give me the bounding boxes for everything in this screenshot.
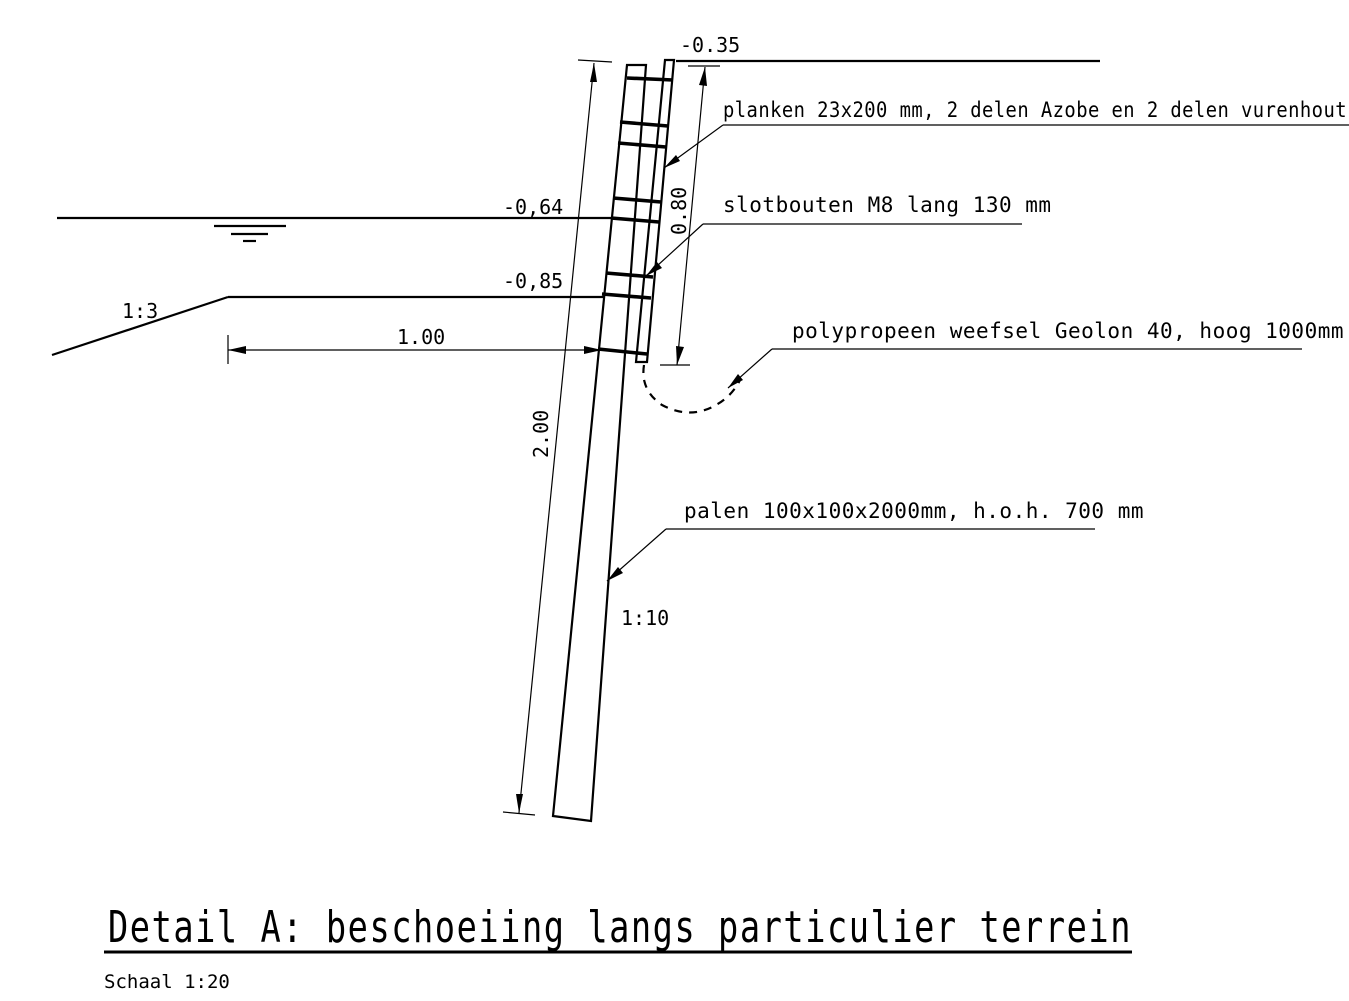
pile-length-dimension [518, 62, 595, 814]
arrowhead [607, 567, 623, 581]
bolt [619, 120, 669, 128]
level-bed-label: -0,85 [503, 269, 563, 293]
planks-board [634, 58, 676, 364]
bolt [617, 141, 667, 149]
bolt [612, 196, 662, 204]
canal-slope-line [51, 295, 229, 357]
bolt [610, 216, 660, 224]
arrowhead [728, 374, 743, 388]
drawing-title: Detail A: beschoeiing langs particulier … [108, 902, 1132, 953]
slope-pile-label: 1:10 [621, 606, 669, 630]
board-height-dimension [676, 66, 706, 366]
bolt [626, 76, 674, 82]
bolts-label: slotbouten M8 lang 130 mm [723, 193, 1052, 217]
arrowhead [590, 63, 597, 82]
water-level-symbol [214, 224, 286, 243]
bolt [601, 292, 652, 300]
arrowhead [646, 262, 662, 276]
piles-label: palen 100x100x2000mm, h.o.h. 700 mm [684, 499, 1144, 523]
drawing-scale: Schaal 1:20 [104, 971, 230, 993]
arrowhead [584, 346, 602, 354]
slot-bolts [597, 76, 674, 356]
bank-width-label: 1.00 [397, 325, 445, 349]
bolt [597, 347, 648, 356]
fabric-label: polypropeen weefsel Geolon 40, hoog 1000… [792, 319, 1344, 343]
level-water-label: -0,64 [503, 195, 563, 219]
bolt [605, 271, 654, 279]
pile-length-label: 2.00 [529, 410, 553, 458]
arrowhead [699, 67, 707, 86]
geotextile-fabric [642, 364, 741, 414]
planks-label: planken 23x200 mm, 2 delen Azobe en 2 de… [723, 98, 1347, 122]
pile [551, 63, 648, 823]
arrowhead [228, 346, 246, 354]
arrowhead [676, 346, 684, 365]
arrowhead [516, 794, 523, 813]
arrowhead [664, 155, 680, 168]
slope-bank-label: 1:3 [122, 299, 158, 323]
board-height-label: 0.80 [667, 187, 691, 235]
level-top-label: -0.35 [680, 33, 740, 57]
